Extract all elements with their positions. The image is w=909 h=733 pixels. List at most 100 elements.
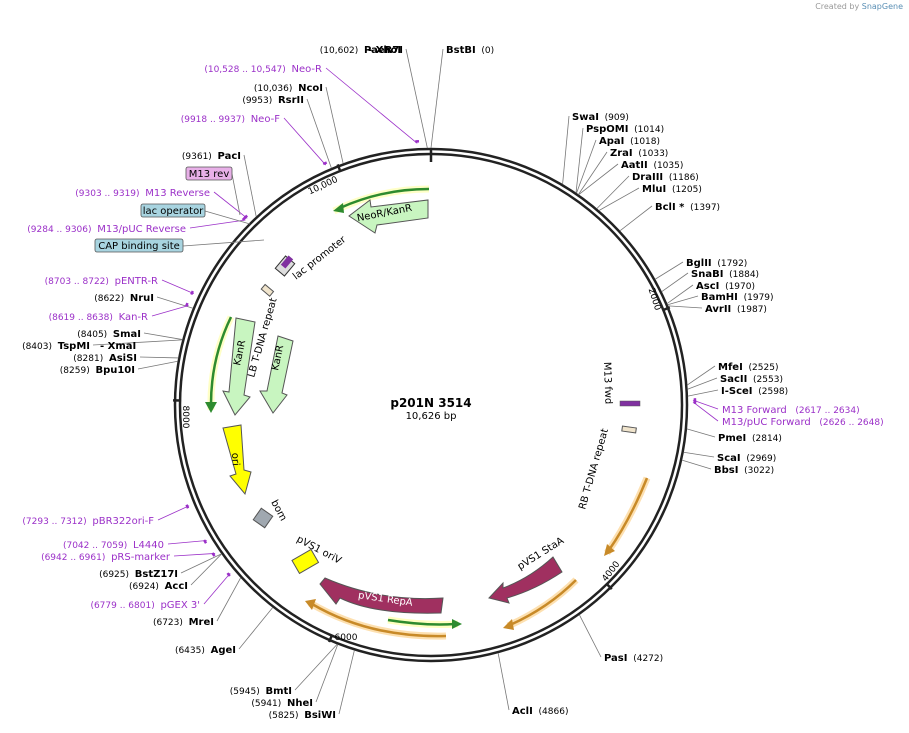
site-label[interactable]: (6435) AgeI (175, 645, 236, 656)
site-name: AvrII (705, 304, 731, 315)
boxed-feature-box[interactable] (94, 238, 184, 253)
primer-label[interactable]: (6942 .. 6961) pRS-marker (41, 552, 171, 563)
site-label[interactable]: (8622) NruI (94, 293, 154, 304)
primer-label[interactable]: (6779 .. 6801) pGEX 3' (90, 600, 200, 611)
feature-ori[interactable]: ori (222, 424, 252, 496)
site-label[interactable]: MfeI (2525) (718, 362, 778, 373)
site-label[interactable]: AclI (4866) (512, 706, 568, 717)
primer-label[interactable]: (7293 .. 7312) pBR322ori-F (22, 516, 154, 527)
site-position: (5945) (230, 687, 266, 697)
feature-pvs1-staa[interactable]: pVS1 StaA (488, 535, 566, 604)
feature-rb-tdna-repeat[interactable]: RB T-DNA repeat (577, 425, 637, 511)
primer-label[interactable]: M13 Forward (2617 .. 2634) (722, 405, 860, 416)
site-name-alt[interactable]: - XhoI (368, 45, 401, 56)
site-leader (686, 428, 716, 438)
primer-label[interactable]: (9284 .. 9306) M13/pUC Reverse (27, 224, 186, 235)
site-label[interactable]: (5945) BmtI (230, 686, 292, 697)
site-leader (325, 86, 344, 164)
boxed-feature-box[interactable] (185, 166, 233, 181)
primer-label[interactable]: M13/pUC Forward (2626 .. 2648) (722, 417, 884, 428)
site-label[interactable]: (10,036) NcoI (254, 83, 323, 94)
site-label[interactable]: AvrII (1987) (705, 304, 767, 315)
primer-label[interactable]: (9918 .. 9937) Neo-F (181, 114, 281, 125)
site-name: PacI (218, 151, 241, 162)
site-position: (8403) (22, 342, 58, 352)
site-name: AclI (512, 706, 533, 717)
primer-label[interactable]: (7042 .. 7059) L4440 (63, 540, 164, 551)
primer-leader (325, 67, 418, 144)
feature-kanr-2[interactable]: KanR (259, 335, 294, 414)
site-position: (1205) (666, 185, 702, 195)
site-name: AgeI (211, 645, 236, 656)
feature-orange-arrow-right-2[interactable] (604, 476, 651, 556)
feature-m13-fwd[interactable]: M13 fwd (601, 362, 641, 407)
site-label[interactable]: ScaI (2969) (717, 453, 776, 464)
primer-label[interactable]: (8703 .. 8722) pENTR-R (45, 276, 158, 287)
feature-neor-kanr[interactable]: NeoR/KanR (348, 199, 429, 234)
site-name: RsrII (278, 95, 304, 106)
site-position: (909) (599, 113, 629, 123)
site-label[interactable]: (9361) PacI (182, 151, 241, 162)
site-leader (156, 296, 194, 309)
site-label[interactable]: (8403) TspMI (22, 341, 90, 352)
primer-label[interactable]: (9303 .. 9319) M13 Reverse (75, 188, 210, 199)
site-position: (2598) (753, 387, 789, 397)
site-leader (598, 187, 640, 211)
feature-orange-arrow-bottom[interactable] (305, 599, 447, 640)
site-label[interactable]: DraIII (1186) (632, 172, 699, 183)
site-label[interactable]: (10,602) PaeR7I (320, 45, 403, 56)
feature-neor-kanr-arc[interactable] (332, 185, 430, 215)
feature-green-arrow-bottom[interactable] (387, 616, 462, 629)
site-label[interactable]: PasI (4272) (604, 653, 663, 664)
site-label[interactable]: (8405) SmaI (77, 329, 141, 340)
feature-pvs1-oriv[interactable]: pVS1 oriV (291, 534, 343, 575)
site-label[interactable]: (5941) NheI (251, 698, 313, 709)
primer-mark (322, 161, 328, 166)
feature-kanr-1[interactable]: KanR (222, 317, 256, 416)
site-label[interactable]: SwaI (909) (572, 112, 629, 123)
site-name-alt[interactable]: - XmaI (100, 341, 136, 352)
site-label[interactable]: BglII (1792) (686, 258, 747, 269)
site-position: (0) (476, 46, 494, 56)
site-label[interactable]: BamHI (1979) (701, 292, 774, 303)
plasmid-length: 10,626 bp (406, 411, 457, 422)
site-name: Bpu10I (95, 365, 135, 376)
site-label[interactable]: SnaBI (1884) (691, 269, 759, 280)
site-label[interactable]: (8281) AsiSI (73, 353, 137, 364)
site-label[interactable]: (6925) BstZ17I (99, 569, 178, 580)
primer-label[interactable]: (10,528 .. 10,547) Neo-R (204, 64, 322, 75)
kanr-label-2: KanR (270, 344, 286, 372)
site-label[interactable]: (5825) BsiWI (269, 710, 336, 721)
primer-label[interactable]: (8619 .. 8638) Kan-R (49, 312, 148, 323)
site-label[interactable]: (8259) Bpu10I (60, 365, 135, 376)
feature-orange-arrow-right-1[interactable] (503, 577, 579, 630)
site-label[interactable]: MluI (1205) (642, 184, 702, 195)
site-label[interactable]: SacII (2553) (720, 374, 783, 385)
site-name: I-SceI (721, 386, 753, 397)
site-label[interactable]: (6723) MreI (153, 617, 214, 628)
boxed-feature-leader (182, 239, 265, 247)
site-label[interactable]: BbsI (3022) (714, 465, 774, 476)
site-label[interactable]: ApaI (1018) (599, 136, 660, 147)
site-label[interactable]: AatII (1035) (621, 160, 683, 171)
site-label[interactable]: PspOMI (1014) (586, 124, 664, 135)
annotation-labels: (10,602) PaeR7I- XhoI BstBI (0) (10,036) N… (22, 45, 884, 721)
site-label[interactable]: ZraI (1033) (610, 148, 668, 159)
site-name: SnaBI (691, 269, 723, 280)
site-label[interactable]: (6924) AccI (129, 581, 188, 592)
site-label[interactable]: PmeI (2814) (718, 433, 782, 444)
site-label[interactable]: BstBI (0) (446, 45, 494, 56)
site-name: PmeI (718, 433, 746, 444)
feature-kanr-outer[interactable] (205, 315, 235, 413)
site-name: AscI (696, 281, 719, 292)
feature-pvs1-repa[interactable]: pVS1 RepA (319, 577, 444, 614)
site-label[interactable]: (9953) RsrII (242, 95, 304, 106)
primer-leader (203, 573, 231, 605)
feature-lac-promoter[interactable]: lac promoter (274, 234, 349, 283)
boxed-feature-box[interactable] (140, 203, 206, 218)
site-label[interactable]: I-SceI (2598) (721, 386, 788, 397)
primer-leader (167, 540, 207, 545)
site-label[interactable]: AscI (1970) (696, 281, 755, 292)
feature-bom[interactable]: bom (252, 498, 288, 529)
site-label[interactable]: BclI * (1397) (655, 202, 720, 213)
